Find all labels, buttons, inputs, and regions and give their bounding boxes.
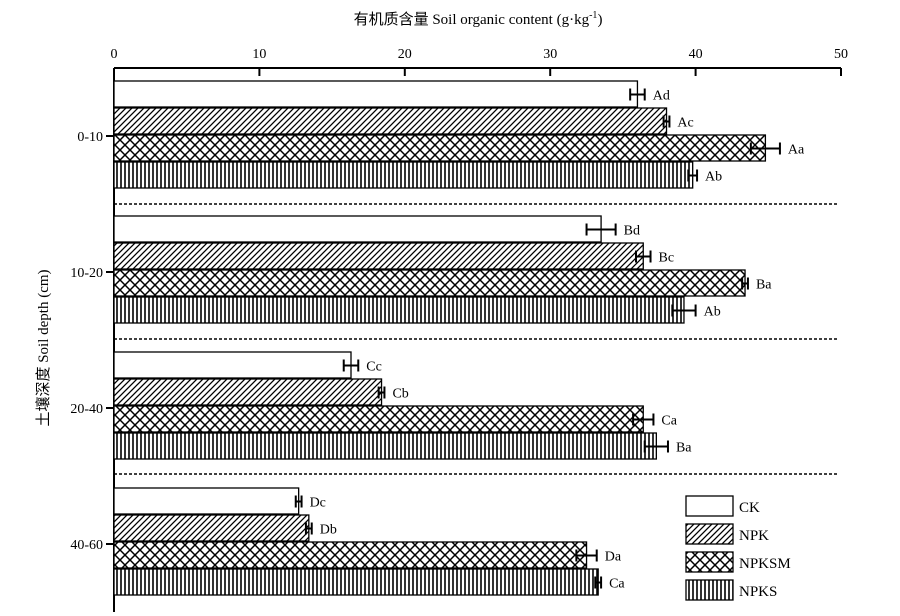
bar-npksm <box>113 269 746 297</box>
bar-npks <box>113 296 685 324</box>
category-label: 40-60 <box>70 538 103 553</box>
legend-swatch-ck <box>685 495 734 517</box>
legend-label: CK <box>739 500 760 516</box>
bar-npk <box>113 514 310 542</box>
y-axis-label: 土壤深度 Soil depth (cm) <box>34 269 52 426</box>
bar-ck <box>113 487 300 515</box>
title-unit-superscript: -1 <box>589 10 597 21</box>
category-labels: 0-10 10-20 20-40 40-60 <box>70 130 114 553</box>
legend-label: NPKS <box>739 584 777 600</box>
significance-label: Db <box>320 523 337 538</box>
significance-label: Aa <box>788 143 805 158</box>
significance-label: Ca <box>609 577 625 592</box>
legend: CK NPK NPKSM NPKS <box>685 495 791 601</box>
significance-label: Dc <box>310 496 326 511</box>
legend-swatch-npk <box>685 523 734 545</box>
x-tick-label: 0 <box>111 47 118 62</box>
bar-npksm <box>113 134 767 162</box>
category-label: 10-20 <box>70 266 103 281</box>
x-tick-label: 10 <box>252 47 266 62</box>
chart-title: 有机质含量 Soil organic content (g·kg-1) <box>354 10 603 28</box>
bar-npk <box>113 242 644 270</box>
bar-ck <box>113 351 352 379</box>
category-label: 20-40 <box>70 402 103 417</box>
category-label: 0-10 <box>77 130 103 145</box>
bar-ck <box>113 215 602 243</box>
bar-npk <box>113 378 383 406</box>
bar-npksm <box>113 405 644 433</box>
bar-npk <box>113 107 668 135</box>
legend-swatch-npksm <box>685 551 734 573</box>
bar-ck <box>113 80 639 108</box>
x-tick-label: 20 <box>398 47 412 62</box>
x-tick-label: 40 <box>689 47 703 62</box>
significance-label: Cb <box>392 387 408 402</box>
significance-label: Ab <box>704 305 721 320</box>
title-close-paren: ) <box>597 12 602 28</box>
significance-label: Bc <box>659 251 675 266</box>
significance-label: Bd <box>624 224 640 239</box>
group-separators <box>114 203 838 475</box>
x-tick-label: 50 <box>834 47 848 62</box>
legend-label: NPKSM <box>739 556 791 572</box>
significance-label: Ab <box>705 170 722 185</box>
legend-label: NPK <box>739 528 769 544</box>
significance-label: Ba <box>756 278 772 293</box>
bar-npks <box>113 161 694 189</box>
significance-label: Cc <box>366 360 382 375</box>
significance-label: Ba <box>676 441 692 456</box>
legend-swatch-npks <box>685 579 734 601</box>
significance-label: Ca <box>661 414 677 429</box>
significance-label: Ad <box>653 89 670 104</box>
bar-npks <box>113 432 657 460</box>
bar-npks <box>113 568 599 596</box>
bar-npksm <box>113 541 588 569</box>
significance-label: Da <box>605 550 622 565</box>
x-tick-label: 30 <box>543 47 557 62</box>
title-main: 有机质含量 Soil organic content (g·kg <box>354 11 590 28</box>
significance-label: Ac <box>677 116 693 131</box>
